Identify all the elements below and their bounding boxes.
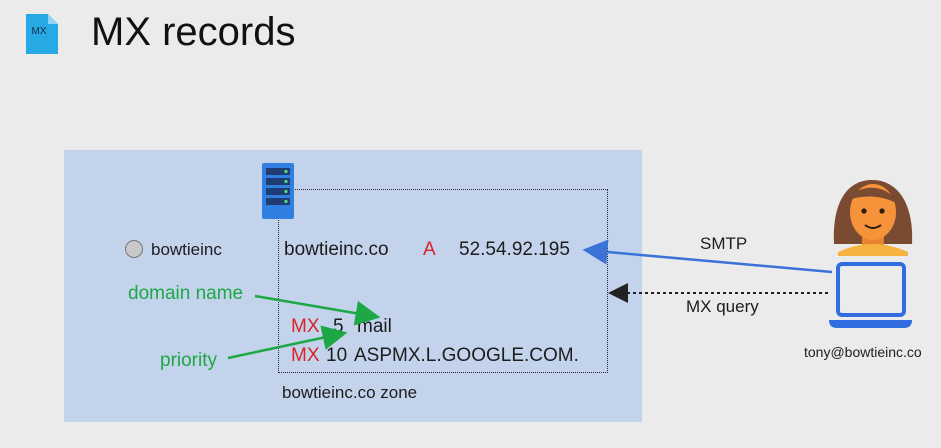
org-bullet-icon (125, 240, 143, 258)
priority-annotation: priority (160, 350, 218, 371)
a-record-domain: bowtieinc.co (284, 239, 389, 260)
mx-record-type: MX (291, 345, 320, 366)
mx-record-value: mail (357, 316, 392, 337)
zone-panel (64, 150, 642, 422)
user-email: tony@bowtieinc.co (804, 344, 922, 360)
mx-query-label: MX query (686, 297, 759, 316)
person-icon (833, 180, 913, 256)
a-record-value: 52.54.92.195 (459, 239, 570, 260)
mx-record-priority: 5 (333, 316, 344, 337)
mx-record-value: ASPMX.L.GOOGLE.COM. (354, 345, 579, 366)
mx-record-priority: 10 (326, 345, 348, 366)
a-record-type: A (423, 239, 436, 260)
file-icon-label: MX (31, 26, 47, 37)
server-icon (262, 163, 294, 219)
page-title: MX records (91, 10, 296, 54)
domain-name-annotation: domain name (128, 283, 244, 304)
mx-record-type: MX (291, 316, 320, 337)
file-icon (26, 14, 58, 54)
org-label: bowtieinc (151, 240, 222, 259)
smtp-label: SMTP (700, 234, 748, 253)
zone-label: bowtieinc.co zone (282, 383, 418, 402)
zone-dotted-border (278, 189, 608, 373)
